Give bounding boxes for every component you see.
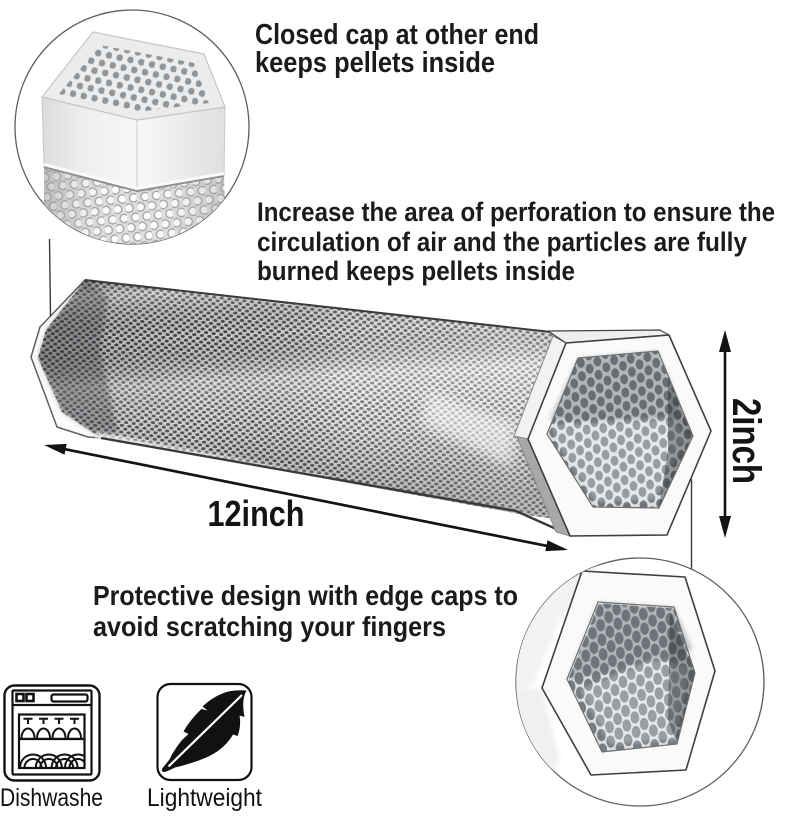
svg-text:avoid scratching your fingers: avoid scratching your fingers bbox=[93, 611, 446, 642]
svg-text:Increase the area of perforati: Increase the area of perforation to ensu… bbox=[257, 197, 775, 227]
svg-text:Dishwashe: Dishwashe bbox=[0, 784, 103, 812]
svg-text:Closed cap at other end: Closed cap at other end bbox=[255, 19, 539, 51]
svg-text:burned keeps pellets inside: burned keeps pellets inside bbox=[257, 256, 575, 286]
svg-text:Lightweight: Lightweight bbox=[147, 784, 262, 812]
svg-text:2inch: 2inch bbox=[724, 398, 768, 484]
svg-text:12inch: 12inch bbox=[208, 493, 305, 534]
svg-text:keeps pellets inside: keeps pellets inside bbox=[255, 47, 495, 79]
svg-text:Protective design with edge ca: Protective design with edge caps to bbox=[93, 580, 518, 611]
svg-text:circulation of air and the par: circulation of air and the particles are… bbox=[257, 227, 747, 257]
